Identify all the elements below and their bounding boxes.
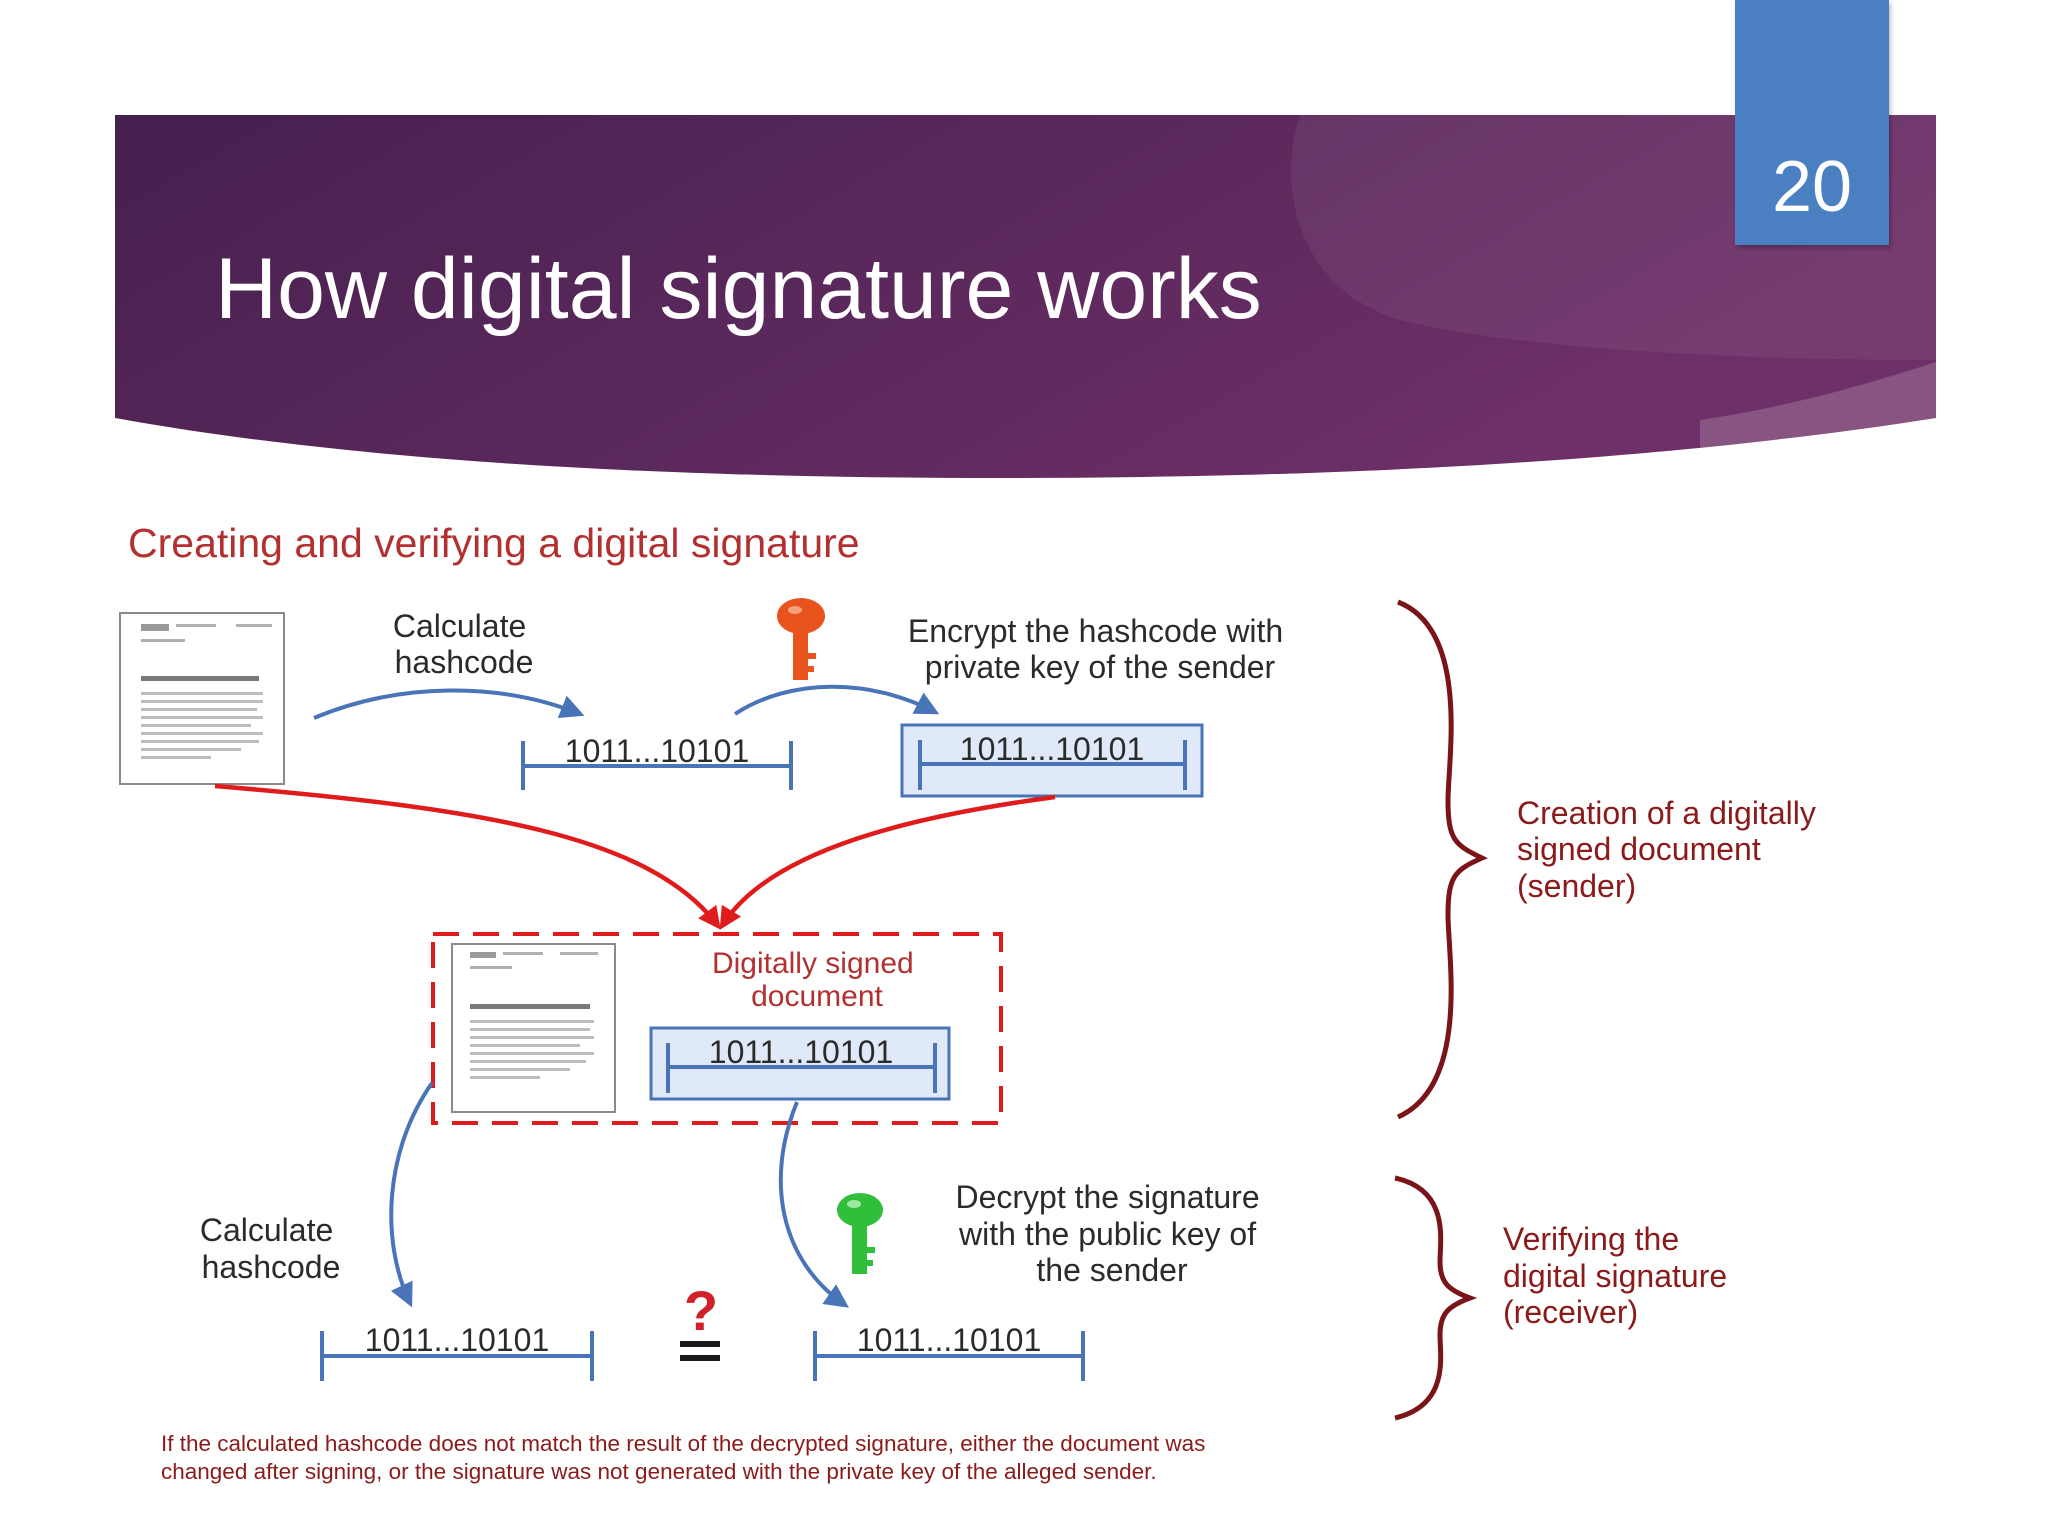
signed-document-icon xyxy=(451,943,616,1113)
diagram-heading: Creating and verifying a digital signatu… xyxy=(128,520,860,566)
receiver-calc-hash-label: Calculate hashcode xyxy=(200,1212,342,1285)
svg-text:1011...10101: 1011...10101 xyxy=(709,1034,893,1070)
sender-hash-bracket: 1011...10101 xyxy=(521,733,793,790)
sender-calc-hash-label: Calculate hashcode xyxy=(393,608,535,680)
receiver-decrypted-hash-bracket: 1011...10101 xyxy=(813,1322,1085,1381)
red-arrow-document xyxy=(214,783,721,930)
red-arrow-signature xyxy=(719,794,1056,930)
signed-document-box: Digitally signed document 1011...10101 xyxy=(431,932,1003,1125)
svg-text:1011...10101: 1011...10101 xyxy=(365,1322,549,1358)
receiver-brace-label: Verifying the digital signature (receive… xyxy=(1503,1221,1736,1330)
encrypt-label: Encrypt the hashcode with private key of… xyxy=(908,613,1292,685)
decrypt-arrow xyxy=(778,1101,849,1308)
public-key-icon xyxy=(837,1193,883,1274)
embedded-signature-box: 1011...10101 xyxy=(649,1026,951,1101)
svg-text:1011...10101: 1011...10101 xyxy=(565,733,749,769)
private-key-icon xyxy=(777,598,825,680)
receiver-brace xyxy=(1394,1175,1478,1421)
slide-number: 20 xyxy=(1771,147,1853,227)
source-document-icon xyxy=(119,612,285,785)
decrypt-label: Decrypt the signature with the public ke… xyxy=(955,1179,1268,1288)
slide-number-box: 20 xyxy=(1735,0,1889,245)
slide-title: How digital signature works xyxy=(215,241,1262,337)
receiver-hash-arrow xyxy=(389,1081,434,1308)
encrypted-signature-box: 1011...10101 xyxy=(900,723,1204,798)
encrypt-arrow xyxy=(733,684,940,716)
svg-text:1011...10101: 1011...10101 xyxy=(857,1322,1041,1358)
sender-hash-arrow xyxy=(313,688,585,720)
comparison-symbol: ? xyxy=(680,1279,720,1361)
svg-text:1011...10101: 1011...10101 xyxy=(960,731,1144,767)
receiver-calculated-hash-bracket: 1011...10101 xyxy=(320,1322,594,1381)
signed-document-label: Digitally signed document xyxy=(712,947,922,1013)
sender-brace xyxy=(1396,599,1488,1120)
svg-text:?: ? xyxy=(684,1279,718,1342)
sender-brace-label: Creation of a digitally signed document … xyxy=(1517,795,1825,904)
footnote: If the calculated hashcode does not matc… xyxy=(161,1431,1212,1484)
